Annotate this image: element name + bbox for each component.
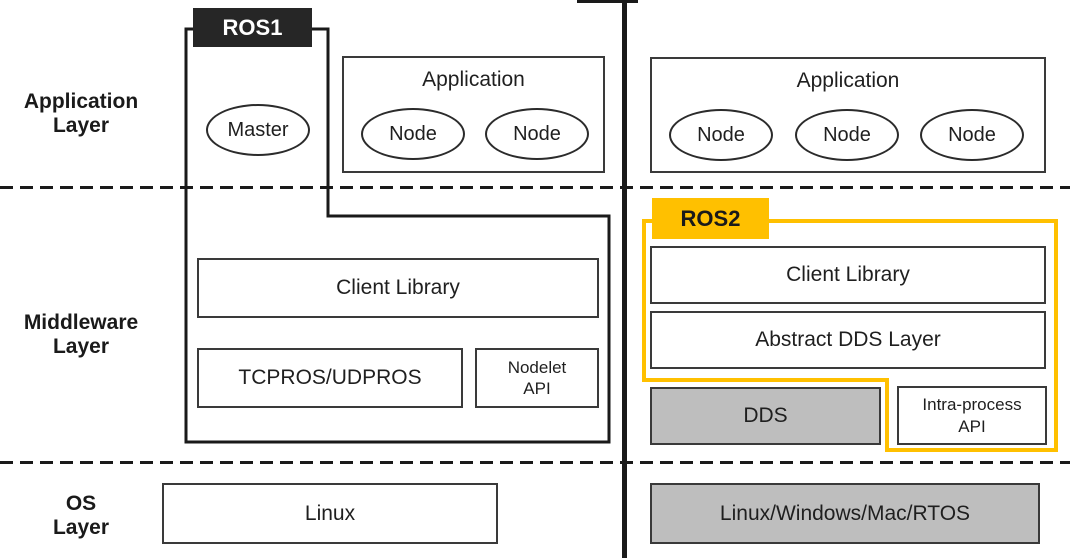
ros2-intra-process-api-box: Intra-process API — [897, 386, 1047, 445]
ros1-ros2-vertical-divider — [622, 0, 627, 558]
ros1-os-box: Linux — [162, 483, 498, 544]
ros1-application-title: Application — [422, 68, 525, 91]
layer-label-os: OS Layer — [52, 492, 110, 540]
ros1-master-ellipse: Master — [206, 104, 310, 156]
ros2-client-library-box: Client Library — [650, 246, 1046, 304]
ros1-node-ellipse: Node — [485, 108, 589, 160]
ros2-node-ellipse: Node — [795, 109, 899, 161]
middleware-os-dashed-divider — [0, 461, 1070, 464]
ros2-node-ellipse: Node — [920, 109, 1024, 161]
layer-label-application: Application Layer — [23, 90, 139, 138]
ros1-client-library-box: Client Library — [197, 258, 599, 318]
ros2-dds-box: DDS — [650, 387, 881, 445]
ros1-transport-box: TCPROS/UDPROS — [197, 348, 463, 408]
ros2-node-ellipse: Node — [669, 109, 773, 161]
ros2-os-box: Linux/Windows/Mac/RTOS — [650, 483, 1040, 544]
ros2-application-box: Application Node Node Node — [650, 57, 1046, 173]
layer-label-middleware: Middleware Layer — [23, 311, 139, 359]
top-edge-mark — [577, 0, 638, 3]
ros2-abstract-dds-box: Abstract DDS Layer — [650, 311, 1046, 369]
ros2-badge: ROS2 — [652, 198, 769, 239]
ros1-badge: ROS1 — [193, 8, 312, 47]
application-middleware-dashed-divider — [0, 186, 1070, 189]
ros2-application-title: Application — [796, 69, 900, 92]
ros1-nodelet-api-box: Nodelet API — [475, 348, 599, 408]
ros1-node-ellipse: Node — [361, 108, 465, 160]
ros1-application-box: Application Node Node — [342, 56, 605, 173]
